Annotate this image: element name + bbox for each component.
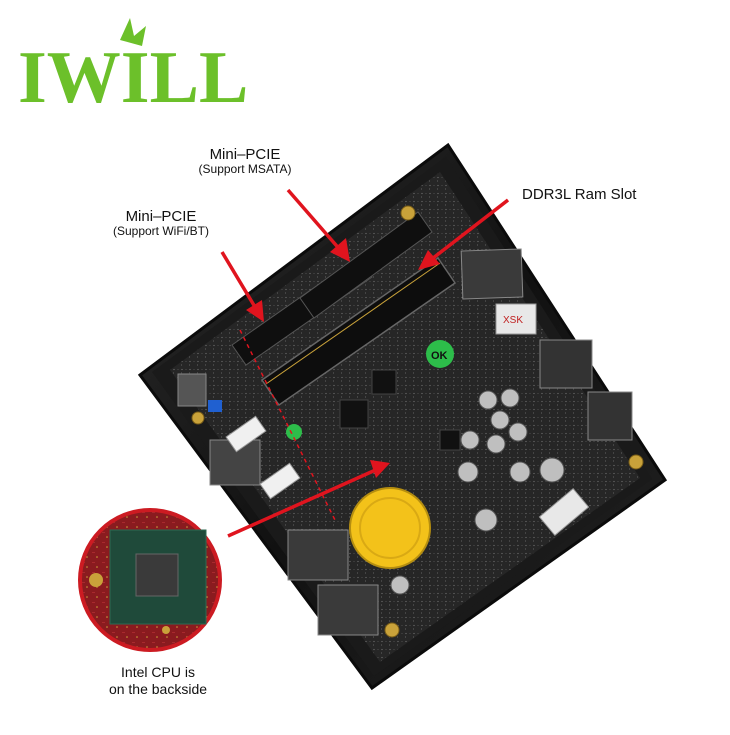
jumper	[208, 400, 222, 412]
svg-text:OK: OK	[431, 350, 448, 362]
chip	[439, 429, 461, 451]
capacitors	[390, 388, 565, 595]
screw-holes	[191, 205, 644, 638]
dashed-guide	[239, 329, 336, 521]
power-jack-icon	[177, 373, 207, 407]
cpu-line-1: Intel CPU is	[121, 664, 195, 680]
callout-subtitle: (Support MSATA)	[198, 162, 292, 177]
cpu-line-2: on the backside	[108, 680, 208, 697]
callout-mini-pcie-wifi: Mini–PCIE (Support WiFi/BT)	[86, 208, 236, 239]
usb-port-icon	[287, 529, 349, 581]
mac-label	[225, 415, 267, 453]
callout-title: Mini–PCIE	[125, 208, 197, 225]
mac-label	[259, 462, 301, 500]
cmos-battery	[349, 487, 431, 569]
usb-port-icon	[317, 584, 379, 636]
logo-text: IWILL	[18, 37, 248, 119]
svg-text:XSK: XSK	[503, 315, 523, 326]
callout-ddr3l: DDR3L Ram Slot	[522, 186, 637, 203]
callout-title: Mini–PCIE	[209, 146, 281, 163]
cpu-inset	[78, 508, 222, 652]
ethernet-port-icon	[587, 391, 633, 441]
callout-subtitle: (Support WiFi/BT)	[112, 224, 209, 239]
callout-arrows	[220, 188, 510, 538]
sata-connector	[538, 487, 590, 537]
callout-mini-pcie-msata: Mini–PCIE (Support MSATA)	[170, 146, 320, 177]
xsk-sticker	[495, 303, 537, 335]
logo-sprout-icon	[120, 18, 146, 46]
chip	[371, 369, 397, 395]
callout-cpu: Intel CPU is on the backside	[78, 664, 238, 698]
iwill-logo: IWILL	[18, 18, 248, 119]
motherboard: XSK OK	[170, 172, 644, 662]
chip	[339, 399, 369, 429]
ethernet-port-icon	[539, 339, 593, 389]
usb-port-icon	[460, 248, 524, 300]
mini-pcie-slot-msata	[299, 211, 433, 319]
ok-sticker	[426, 340, 454, 368]
